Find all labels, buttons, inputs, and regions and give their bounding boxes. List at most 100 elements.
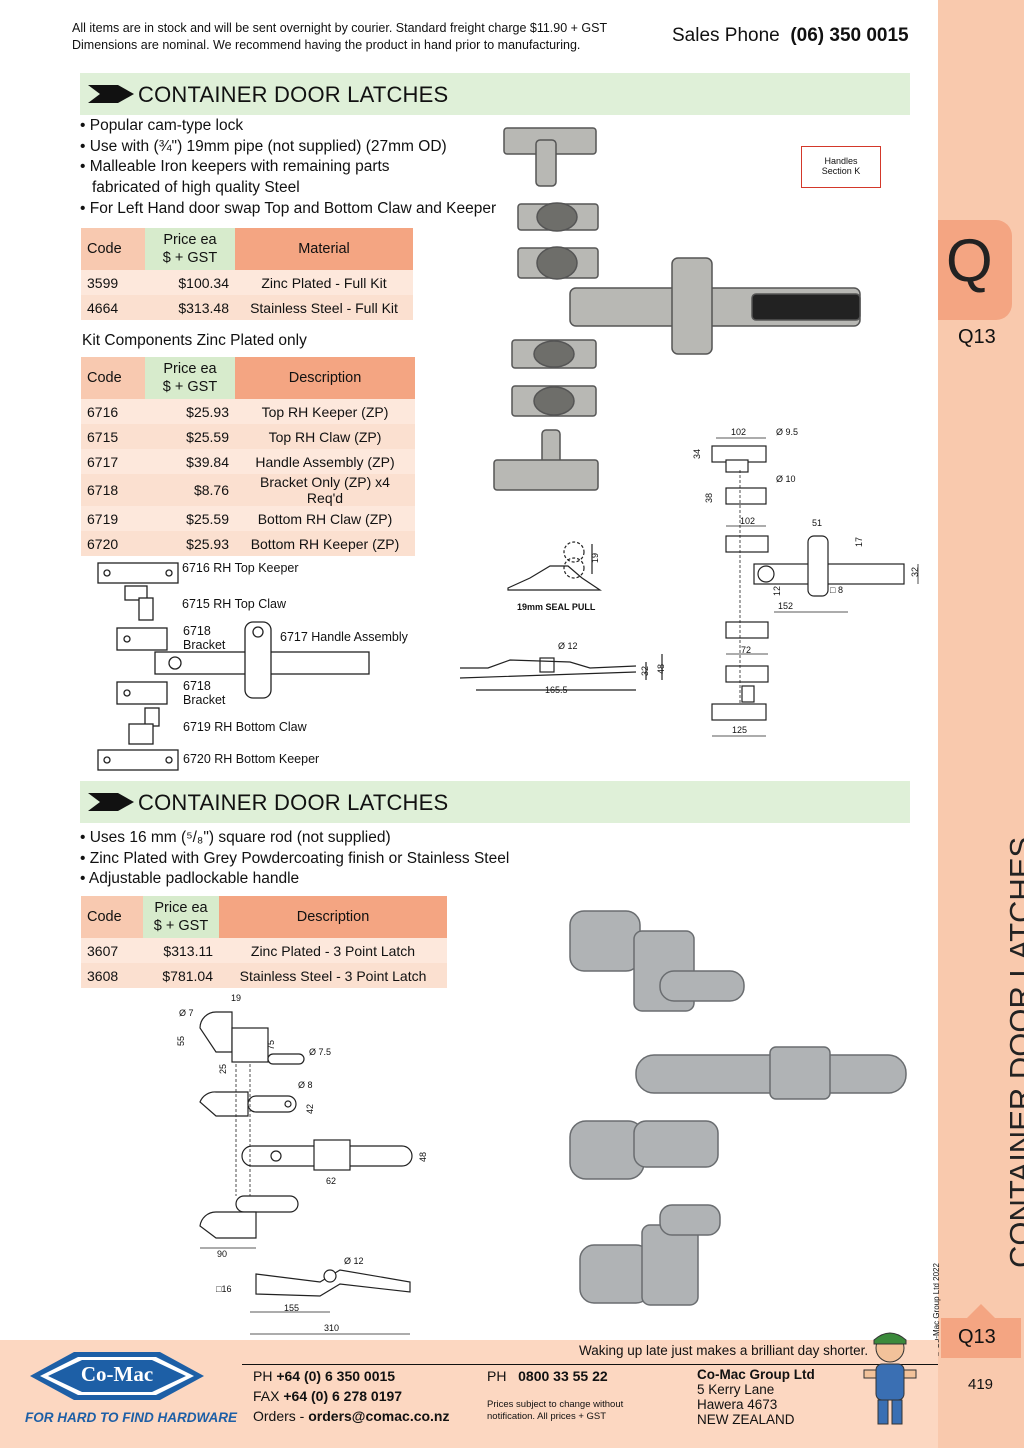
- dim-125: 125: [732, 725, 748, 735]
- col-code: Code: [81, 896, 143, 938]
- bullet: • Malleable Iron keepers with remaining …: [80, 158, 390, 176]
- section-code-top: Q13: [958, 326, 996, 348]
- cell-price: $25.93: [145, 399, 235, 424]
- cell-price: $313.11: [143, 938, 219, 963]
- col-price-line1: Price ea: [163, 361, 217, 377]
- section-code-bottom: Q13: [958, 1326, 996, 1348]
- dim-62: 62: [326, 1176, 337, 1186]
- dim-sq16: □16: [216, 1284, 232, 1294]
- dim-12: 12: [772, 585, 783, 597]
- col-price-line1: Price ea: [154, 900, 208, 916]
- dim-17: 17: [854, 536, 865, 548]
- address-line3: NEW ZEALAND: [697, 1412, 795, 1427]
- cell-desc: Stainless Steel - Full Kit: [235, 295, 413, 320]
- logo-tagline: FOR HARD TO FIND HARDWARE: [25, 1410, 237, 1425]
- dim-32: 32: [640, 665, 651, 677]
- handles-ref-line1: Handles: [824, 156, 858, 166]
- section1-bullets: • Popular cam-type lock • Use with (¾") …: [80, 116, 496, 220]
- latch-price-table: Code Price ea$ + GST Description 3607$31…: [81, 896, 447, 988]
- bullet: • Use with (¾") 19mm pipe (not supplied)…: [80, 137, 447, 155]
- label-6718-top-text: Bracket: [183, 638, 226, 652]
- cell-desc: Top RH Claw (ZP): [235, 424, 415, 449]
- cell-desc: Bottom RH Claw (ZP): [235, 506, 415, 531]
- dim-48-s2: 48: [418, 1151, 429, 1163]
- col-desc: Material: [235, 228, 413, 270]
- footer-orders[interactable]: Orders - orders@comac.co.nz: [253, 1406, 450, 1426]
- dim-48: 48: [656, 663, 667, 675]
- col-code: Code: [81, 357, 145, 399]
- dim-d12: Ø 12: [558, 641, 578, 651]
- dim-90: 90: [217, 1249, 228, 1259]
- label-6718-bottom-code: 6718: [183, 679, 211, 693]
- table-row: 3599 $100.34 Zinc Plated - Full Kit: [81, 270, 413, 295]
- cell-price: $100.34: [145, 270, 235, 295]
- dim-165-5: 165.5: [545, 685, 568, 695]
- header-note-line2: Dimensions are nominal. We recommend hav…: [72, 38, 581, 52]
- cell-price: $8.76: [145, 474, 235, 506]
- dim-34: 34: [692, 448, 703, 460]
- assembly-dimension-drawing: [711, 437, 919, 737]
- cell-code: 3608: [81, 963, 143, 988]
- bullet: • For Left Hand door swap Top and Bottom…: [80, 199, 497, 217]
- cell-desc: Bottom RH Keeper (ZP): [235, 531, 415, 556]
- footer-freephone[interactable]: PH 0800 33 55 22: [487, 1366, 608, 1386]
- section2-bullets: • Uses 16 mm (⁵/₈") square rod (not supp…: [80, 828, 509, 890]
- footer-phone[interactable]: PH +64 (0) 6 350 0015: [253, 1366, 395, 1386]
- seal-pull-drawing: [459, 541, 663, 691]
- dim-sq8: □ 8: [830, 585, 843, 595]
- footer-price-note: Prices subject to change without notific…: [487, 1399, 623, 1423]
- dim-75: 75: [266, 1039, 277, 1051]
- col-desc: Description: [235, 357, 415, 399]
- dim-d10: Ø 10: [776, 474, 796, 484]
- col-price: Price ea$ + GST: [143, 896, 219, 938]
- dim-19: 19: [590, 552, 601, 564]
- label-6715: 6715 RH Top Claw: [182, 597, 286, 611]
- arrow-icon: [88, 793, 134, 811]
- three-point-latch-photo: [569, 910, 907, 1306]
- cell-price: $25.59: [145, 424, 235, 449]
- dim-38: 38: [704, 492, 715, 504]
- dim-55: 55: [176, 1035, 187, 1047]
- dim-d8: Ø 8: [298, 1080, 313, 1090]
- address-line2: Hawera 4673: [697, 1397, 778, 1412]
- footer-divider: [242, 1364, 938, 1365]
- components-line-drawing: [97, 562, 370, 771]
- dim-155: 155: [284, 1303, 300, 1313]
- cell-price: $39.84: [145, 449, 235, 474]
- cell-desc: Zinc Plated - Full Kit: [235, 270, 413, 295]
- section2-header: CONTAINER DOOR LATCHES: [80, 781, 910, 823]
- sales-phone-number: (06) 350 0015: [790, 25, 909, 46]
- dim-sq8-value: 8: [837, 585, 843, 595]
- freephone-label: PH: [487, 1368, 507, 1384]
- components-price-table: Code Price ea$ + GST Description 6716$25…: [81, 357, 415, 556]
- phone-label: PH: [253, 1368, 273, 1384]
- dim-25: 25: [218, 1063, 229, 1075]
- address-line1: 5 Kerry Lane: [697, 1382, 775, 1397]
- orders-email: orders@comac.co.nz: [308, 1408, 450, 1424]
- handles-ref-line2: Section K: [821, 166, 861, 176]
- cell-desc: Bracket Only (ZP) x4 Req'd: [235, 474, 415, 506]
- col-price-line2: $ + GST: [162, 250, 218, 266]
- section1-title: CONTAINER DOOR LATCHES: [138, 82, 449, 107]
- cell-desc: Zinc Plated - 3 Point Latch: [219, 938, 447, 963]
- cell-code: 3599: [81, 270, 145, 295]
- price-note-line2: notification. All prices + GST: [487, 1411, 607, 1422]
- dim-51: 51: [812, 518, 823, 528]
- dim-102: 102: [740, 516, 756, 526]
- sales-phone: Sales Phone (06) 350 0015: [672, 25, 909, 47]
- bullet: • Adjustable padlockable handle: [80, 870, 300, 888]
- page-number: 419: [968, 1376, 994, 1393]
- header-note-line1: All items are in stock and will be sent …: [72, 21, 608, 35]
- three-point-latch-drawing: [199, 1011, 413, 1335]
- section1-header: CONTAINER DOOR LATCHES: [80, 73, 910, 115]
- col-code: Code: [81, 228, 145, 270]
- cell-code: 6719: [81, 506, 145, 531]
- price-note-line1: Prices subject to change without: [487, 1399, 624, 1410]
- dim-sq16-value: 16: [221, 1284, 232, 1294]
